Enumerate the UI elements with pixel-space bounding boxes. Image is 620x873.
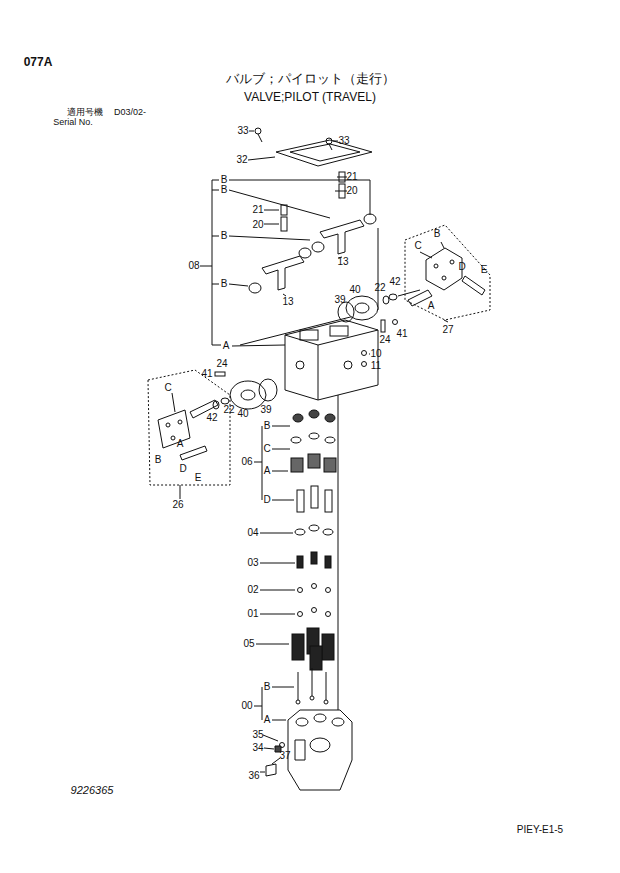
header-text: D03/02- (114, 108, 146, 117)
callout-number: 26 (172, 500, 183, 510)
callout-number: B (221, 279, 228, 289)
header-text: PIEY-E1-5 (517, 825, 563, 835)
callout-number: A (223, 341, 230, 351)
callout-number: D (458, 262, 465, 272)
callout-number: 39 (334, 295, 345, 305)
header-text: 適用号機 (67, 108, 103, 117)
header-text: 077A (24, 56, 53, 68)
callout-number: 20 (346, 186, 357, 196)
callout-number: A (264, 466, 271, 476)
callout-number: 27 (442, 325, 453, 335)
callout-number: 22 (223, 405, 234, 415)
callout-number: E (481, 265, 488, 275)
callout-number: 05 (243, 639, 254, 649)
callout-number: 42 (206, 413, 217, 423)
callout-number: 35 (252, 730, 263, 740)
callout-number: E (195, 473, 202, 483)
callout-number: 21 (252, 205, 263, 215)
callout-number: B (155, 455, 162, 465)
callout-number: C (263, 444, 270, 454)
callout-number: B (264, 421, 271, 431)
callout-number: 39 (260, 405, 271, 415)
callout-number: A (177, 439, 184, 449)
callout-number: 41 (396, 329, 407, 339)
callout-number: 06 (241, 457, 252, 467)
callout-number: B (434, 229, 441, 239)
callout-number: B (221, 185, 228, 195)
callout-number: D (263, 495, 270, 505)
header-text: VALVE;PILOT (TRAVEL) (244, 91, 376, 103)
callout-number: 02 (247, 585, 258, 595)
callout-number: C (414, 241, 421, 251)
callout-number: A (264, 715, 271, 725)
callout-number: 08 (188, 261, 199, 271)
callout-number: 21 (346, 172, 357, 182)
callout-number: 04 (247, 528, 258, 538)
callout-number: 37 (279, 751, 290, 761)
header-text: Serial No. (53, 118, 93, 127)
callout-number: 32 (236, 155, 247, 165)
callout-number: 24 (379, 335, 390, 345)
callout-number: B (221, 175, 228, 185)
callout-number: C (164, 383, 171, 393)
callout-number: 10 (370, 349, 381, 359)
callout-number: 01 (247, 609, 258, 619)
callout-number: 00 (241, 701, 252, 711)
callout-number: 34 (252, 743, 263, 753)
callout-number: 33 (237, 126, 248, 136)
callout-number: 24 (216, 359, 227, 369)
callout-number: 41 (201, 369, 212, 379)
callout-number: B (264, 682, 271, 692)
callout-number: B (221, 231, 228, 241)
header-text: 9226365 (71, 785, 114, 796)
callout-number: 13 (282, 297, 293, 307)
callout-number: 33 (338, 136, 349, 146)
callout-number: 36 (248, 771, 259, 781)
callout-number: 20 (252, 220, 263, 230)
title: バルブ；パイロット（走行） (226, 72, 395, 85)
callout-number: 11 (371, 361, 381, 371)
callout-number: 42 (389, 277, 400, 287)
callout-number: 13 (337, 257, 348, 267)
callout-number: 22 (374, 283, 385, 293)
callout-number: 40 (349, 285, 360, 295)
callout-number: D (179, 464, 186, 474)
callout-number: 03 (247, 558, 258, 568)
callout-number: A (428, 301, 435, 311)
callout-number: 40 (237, 409, 248, 419)
